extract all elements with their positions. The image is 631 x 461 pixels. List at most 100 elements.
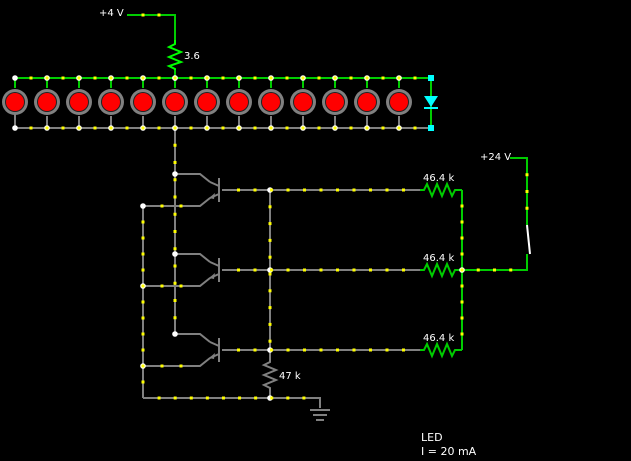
- led-1[interactable]: [2, 78, 28, 128]
- current-dot: [141, 220, 145, 224]
- current-dot: [476, 268, 480, 272]
- current-dot: [221, 76, 225, 80]
- current-dot: [336, 268, 339, 272]
- current-dot: [173, 76, 177, 80]
- current-dot: [460, 316, 464, 320]
- current-dot: [179, 284, 183, 288]
- current-dot: [109, 76, 113, 80]
- current-dot: [173, 161, 177, 164]
- junction-dot: [140, 203, 146, 209]
- current-dot: [269, 76, 273, 80]
- current-dot: [352, 188, 356, 192]
- resistor-46k-label-3: 46.4 k: [423, 333, 455, 344]
- led-2[interactable]: [34, 78, 60, 128]
- current-dot: [286, 348, 290, 352]
- current-dot: [302, 396, 306, 400]
- led-6[interactable]: [162, 78, 188, 128]
- current-dot: [369, 348, 372, 352]
- current-dot: [160, 284, 164, 288]
- current-dot: [381, 76, 385, 80]
- current-dot: [413, 126, 417, 130]
- current-dot: [141, 348, 145, 352]
- current-dot: [157, 76, 161, 80]
- current-dot: [173, 396, 177, 400]
- current-dot: [336, 348, 339, 352]
- current-dot: [352, 268, 356, 272]
- current-dot: [141, 76, 145, 80]
- wire-collector-1: [175, 173, 211, 183]
- current-dots: [12, 13, 529, 401]
- current-dot: [179, 204, 183, 208]
- led-11[interactable]: [322, 78, 348, 128]
- current-dot: [173, 212, 177, 216]
- current-dot: [141, 284, 145, 288]
- transistor-1[interactable]: [209, 178, 220, 202]
- current-dot: [460, 252, 464, 256]
- current-dot: [269, 126, 273, 130]
- current-dot: [286, 188, 290, 192]
- resistor-46k-2[interactable]: [420, 261, 462, 279]
- current-dot: [270, 188, 273, 192]
- led-13[interactable]: [386, 78, 412, 128]
- current-dot: [460, 236, 464, 240]
- current-dot: [109, 126, 113, 130]
- current-dot: [349, 126, 353, 130]
- led-7[interactable]: [194, 78, 220, 128]
- resistor-46k-label-1: 46.4 k: [423, 173, 455, 184]
- current-dot: [402, 268, 405, 272]
- current-dot: [157, 126, 161, 130]
- current-dot: [285, 76, 289, 80]
- transistor-2[interactable]: [209, 258, 220, 282]
- led-10[interactable]: [290, 78, 316, 128]
- selected-led-diode[interactable]: [424, 75, 438, 131]
- current-dot: [301, 76, 305, 80]
- current-dot: [270, 348, 273, 352]
- junction-dot: [12, 75, 18, 81]
- current-dot: [237, 188, 240, 192]
- current-dot: [205, 76, 209, 80]
- current-dot: [205, 396, 209, 400]
- current-dot: [141, 236, 145, 240]
- resistor-46k-3[interactable]: [420, 341, 462, 359]
- led-8[interactable]: [226, 78, 252, 128]
- current-dot: [460, 300, 464, 304]
- current-dot: [61, 126, 65, 130]
- led-9[interactable]: [258, 78, 284, 128]
- current-dot: [221, 126, 225, 130]
- resistor-47k[interactable]: [261, 358, 279, 390]
- resistor-top-label: 3.6: [184, 51, 200, 62]
- current-dot: [381, 126, 385, 130]
- led-12[interactable]: [354, 78, 380, 128]
- current-dot: [525, 173, 529, 177]
- current-dot: [189, 126, 193, 130]
- current-dot: [173, 281, 177, 285]
- current-dot: [141, 13, 145, 17]
- current-dot: [189, 396, 193, 400]
- switch-contact: [526, 224, 531, 255]
- wire-collector-2: [175, 253, 211, 263]
- current-dot: [286, 268, 290, 272]
- resistor-46k-1[interactable]: [420, 181, 462, 199]
- current-dot: [460, 332, 464, 336]
- current-dot: [173, 316, 177, 320]
- current-dot: [268, 238, 272, 242]
- current-dot: [365, 76, 369, 80]
- current-dot: [237, 348, 240, 352]
- current-dot: [93, 126, 97, 130]
- current-dot: [173, 230, 177, 233]
- current-dot: [270, 396, 274, 400]
- led-4[interactable]: [98, 78, 124, 128]
- current-dot: [268, 306, 272, 310]
- current-dot: [369, 188, 372, 192]
- current-dot: [77, 76, 81, 80]
- transistor-3[interactable]: [209, 338, 220, 362]
- led-3[interactable]: [66, 78, 92, 128]
- current-dot: [413, 76, 417, 80]
- led-5[interactable]: [130, 78, 156, 128]
- current-dot: [77, 126, 81, 130]
- current-dot: [268, 289, 272, 293]
- current-dot: [385, 268, 389, 272]
- resistor-top[interactable]: [166, 40, 184, 70]
- ground-symbol: [310, 409, 330, 421]
